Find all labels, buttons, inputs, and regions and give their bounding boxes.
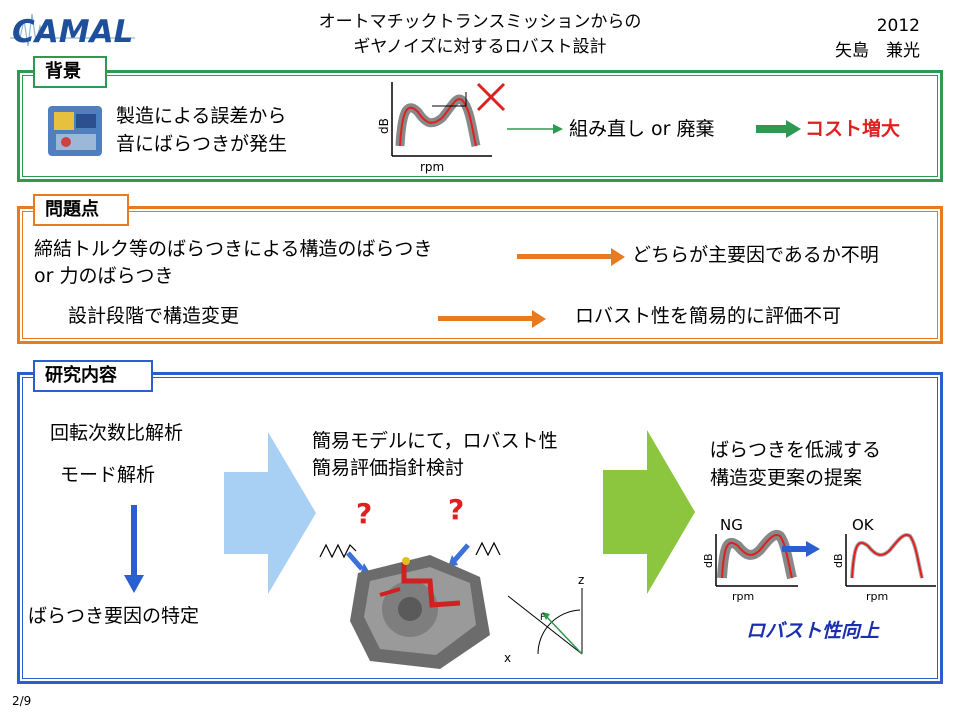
background-text-2: 音にばらつきが発生 [116, 133, 288, 155]
right-text-1: ばらつきを低減する [710, 439, 882, 461]
problems-panel [17, 206, 943, 344]
problems-tag: 問題点 [33, 194, 129, 226]
background-noise-graph: dB rpm [377, 82, 506, 174]
ok-ylabel: dB [832, 553, 845, 568]
research-down-arrow [124, 505, 144, 593]
research-item-1: 回転次数比解析 [50, 422, 184, 444]
page-number: 2/9 [12, 694, 32, 708]
problem-1-line-a: 締結トルク等のばらつきによる構造のばらつき [34, 238, 433, 260]
axis-x-label: x [504, 651, 511, 665]
question-mark-1: ? [356, 497, 372, 530]
title-line-1: オートマチックトランスミッションからの [318, 12, 642, 32]
title-line-2: ギヤノイズに対するロバスト設計 [353, 37, 607, 57]
ng-graph: NG dB rpm [702, 516, 798, 603]
big-arrow-blue [224, 432, 316, 594]
background-arrow-1 [507, 124, 563, 134]
ng-xlabel: rpm [732, 590, 754, 603]
research-panel [17, 372, 943, 684]
graph-ylabel: dB [377, 118, 391, 134]
ok-xlabel: rpm [866, 590, 888, 603]
axis-f-label: F [540, 613, 545, 623]
middle-text-2: 簡易評価指針検討 [312, 457, 465, 479]
camal-logo: CAMAL [10, 13, 135, 50]
background-panel [17, 70, 943, 182]
ng-label: NG [720, 516, 743, 534]
research-item-3: ばらつき要因の特定 [28, 605, 200, 627]
background-arrow-2 [756, 120, 801, 138]
page-title: オートマチックトランスミッションからの ギヤノイズに対するロバスト設計 [290, 10, 670, 60]
background-tag: 背景 [33, 56, 107, 88]
axis-diagram: z x F [504, 573, 584, 665]
svg-text:CAMAL: CAMAL [12, 14, 133, 50]
problem-2: 設計段階で構造変更 [68, 305, 240, 327]
big-arrow-green [603, 430, 695, 594]
ng-to-ok-arrow [782, 541, 820, 557]
ng-ylabel: dB [702, 553, 715, 568]
problem-result-2: ロバスト性を簡易的に評価不可 [575, 305, 842, 327]
conclusion: ロバスト性向上 [746, 620, 880, 642]
problem-result-1: どちらが主要因であるか不明 [632, 244, 879, 266]
research-tag: 研究内容 [33, 360, 153, 392]
author: 矢島 兼光 [835, 41, 920, 61]
background-result-1: 組み直し or 廃棄 [569, 118, 715, 140]
question-mark-2: ? [448, 493, 464, 526]
cost-increase: コスト増大 [805, 118, 901, 140]
graph-xlabel: rpm [420, 160, 444, 174]
ok-label: OK [852, 516, 875, 534]
research-item-2: モード解析 [60, 464, 156, 486]
transmission-icon [48, 106, 102, 156]
transmission-model: ? ? [319, 493, 501, 669]
right-text-2: 構造変更案の提案 [710, 467, 863, 489]
ok-graph: OK dB rpm [832, 516, 936, 603]
axis-z-label: z [578, 573, 584, 587]
date-author: 2012 矢島 兼光 [800, 14, 920, 64]
problem-1-line-b: or 力のばらつき [34, 265, 174, 287]
problem-arrow-1 [517, 248, 625, 266]
middle-text-1: 簡易モデルにて，ロバスト性 [312, 430, 558, 452]
problem-arrow-2 [438, 310, 546, 328]
year: 2012 [876, 16, 920, 36]
background-text-1: 製造による誤差から [116, 105, 287, 127]
